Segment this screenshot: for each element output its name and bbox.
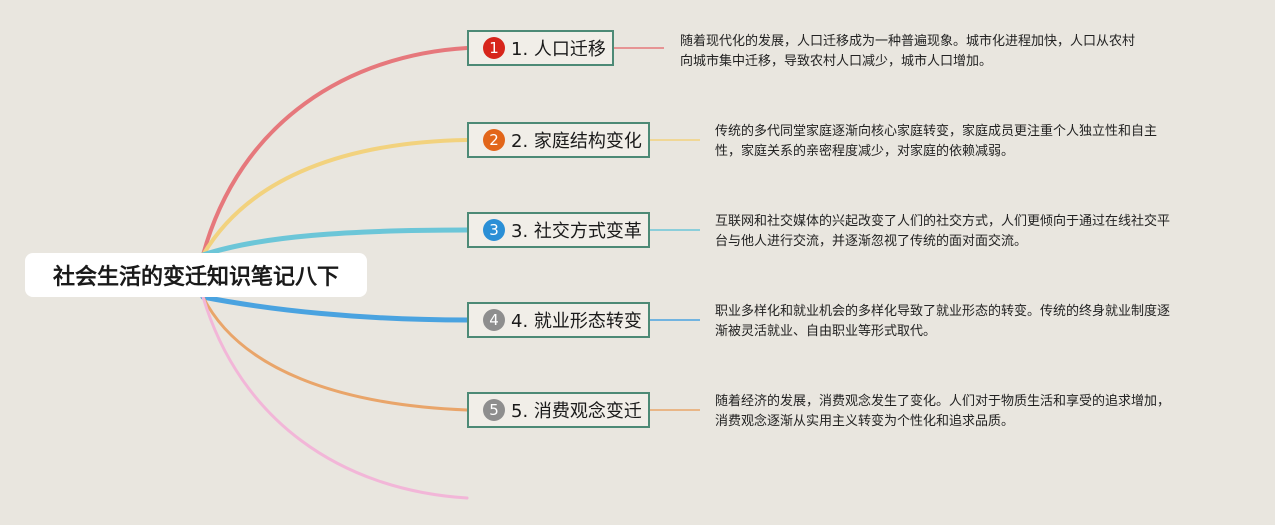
branch-2-description: 传统的多代同堂家庭逐渐向核心家庭转变，家庭成员更注重个人独立性和自主 性，家庭关… bbox=[715, 122, 1157, 162]
branch-5-description: 随着经济的发展，消费观念发生了变化。人们对于物质生活和享受的追求增加， 消费观念… bbox=[715, 392, 1170, 432]
number-badge-2: 2 bbox=[483, 129, 505, 151]
connector-3 bbox=[200, 227, 470, 258]
desc-line: 随着现代化的发展，人口迁移成为一种普遍现象。城市化进程加快，人口从农村 bbox=[680, 34, 1136, 49]
branch-label: 1. 人口迁移 bbox=[511, 39, 606, 60]
branch-label: 5. 消费观念变迁 bbox=[511, 401, 642, 422]
connector-2 bbox=[201, 138, 469, 257]
desc-line: 消费观念逐渐从实用主义转变为个性化和追求品质。 bbox=[715, 414, 1015, 429]
desc-line: 性，家庭关系的亲密程度减少，对家庭的依赖减弱。 bbox=[715, 144, 1015, 159]
desc-line: 向城市集中迁移，导致农村人口减少，城市人口增加。 bbox=[680, 54, 993, 69]
number-badge-4: 4 bbox=[483, 309, 505, 331]
central-topic[interactable]: 社会生活的变迁知识笔记八下 bbox=[25, 253, 367, 297]
branch-4-description: 职业多样化和就业机会的多样化导致了就业形态的转变。传统的终身就业制度逐 渐被灵活… bbox=[715, 302, 1170, 342]
branch-3-description: 互联网和社交媒体的兴起改变了人们的社交方式，人们更倾向于通过在线社交平 台与他人… bbox=[715, 212, 1170, 252]
branch-consumption-concept[interactable]: 5 5. 消费观念变迁 bbox=[467, 392, 650, 428]
connector-5 bbox=[201, 295, 469, 412]
branch-label: 4. 就业形态转变 bbox=[511, 311, 642, 332]
desc-line: 互联网和社交媒体的兴起改变了人们的社交方式，人们更倾向于通过在线社交平 bbox=[715, 214, 1171, 229]
branch-employment-form[interactable]: 4 4. 就业形态转变 bbox=[467, 302, 650, 338]
branch-family-structure[interactable]: 2 2. 家庭结构变化 bbox=[467, 122, 650, 158]
branch-social-methods[interactable]: 3 3. 社交方式变革 bbox=[467, 212, 650, 248]
number-badge-1: 1 bbox=[483, 37, 505, 59]
desc-line: 随着经济的发展，消费观念发生了变化。人们对于物质生活和享受的追求增加， bbox=[715, 394, 1171, 409]
desc-line: 职业多样化和就业机会的多样化导致了就业形态的转变。传统的终身就业制度逐 bbox=[715, 304, 1171, 319]
branch-population-migration[interactable]: 1 1. 人口迁移 bbox=[467, 30, 614, 66]
branch-label: 2. 家庭结构变化 bbox=[511, 131, 642, 152]
number-badge-3: 3 bbox=[483, 219, 505, 241]
connector-1 bbox=[201, 46, 469, 257]
connector-4 bbox=[200, 294, 470, 323]
connector-6 bbox=[201, 295, 469, 500]
branch-1-description: 随着现代化的发展，人口迁移成为一种普遍现象。城市化进程加快，人口从农村 向城市集… bbox=[680, 32, 1135, 72]
number-badge-5: 5 bbox=[483, 399, 505, 421]
branch-label: 3. 社交方式变革 bbox=[511, 221, 642, 242]
desc-line: 台与他人进行交流，并逐渐忽视了传统的面对面交流。 bbox=[715, 234, 1028, 249]
desc-line: 渐被灵活就业、自由职业等形式取代。 bbox=[715, 324, 937, 339]
desc-line: 传统的多代同堂家庭逐渐向核心家庭转变，家庭成员更注重个人独立性和自主 bbox=[715, 124, 1158, 139]
